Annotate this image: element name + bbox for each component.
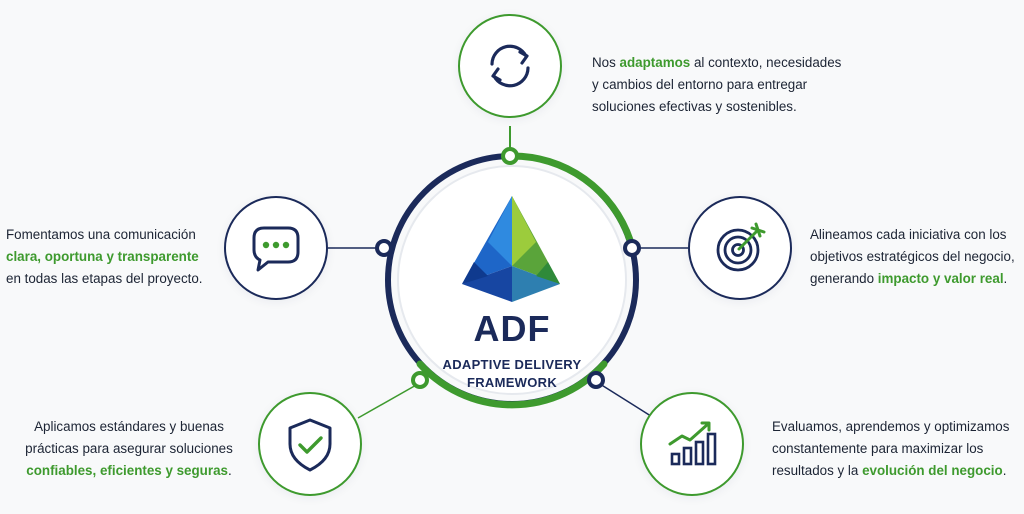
- center-subtitle-line2: FRAMEWORK: [466, 375, 558, 390]
- center-subtitle-line1: ADAPTIVE DELIVERY: [442, 357, 582, 372]
- caption-line: en todas las etapas del proyecto.: [6, 271, 203, 286]
- node-adapt: [458, 14, 562, 118]
- refresh-cycle-icon: [490, 44, 530, 88]
- caption-standards: Aplicamos estándares y buenas prácticas …: [20, 416, 238, 482]
- caption-line: generando impacto y valor real.: [810, 271, 1008, 286]
- caption-adapt: Nos adaptamos al contexto, necesidades y…: [592, 52, 892, 118]
- connector-dot-bottom-left: [411, 371, 429, 389]
- node-communicate: [224, 196, 328, 300]
- caption-line: resultados y la evolución del negocio.: [772, 463, 1007, 478]
- growth-chart-icon: [668, 421, 717, 466]
- connector-dot-right: [623, 239, 641, 257]
- ring-arc-top-right: [508, 152, 634, 244]
- center-subtitle: ADAPTIVE DELIVERY FRAMEWORK: [412, 356, 612, 392]
- connector-dot-top: [501, 147, 519, 165]
- node-optimize: [640, 392, 744, 496]
- caption-line: y cambios del entorno para entregar: [592, 77, 808, 92]
- connector-dot-bottom-right: [587, 371, 605, 389]
- caption-line: Nos adaptamos al contexto, necesidades: [592, 55, 842, 70]
- target-icon: [716, 222, 766, 272]
- caption-line: objetivos estratégicos del negocio,: [810, 249, 1015, 264]
- caption-line: Fomentamos una comunicación: [6, 227, 196, 242]
- caption-line: clara, oportuna y transparente: [6, 249, 199, 264]
- connector-dot-left: [375, 239, 393, 257]
- caption-optimize: Evaluamos, aprendemos y optimizamos cons…: [772, 416, 1022, 482]
- caption-line: confiables, eficientes y seguras.: [26, 463, 232, 478]
- chat-bubble-icon: [252, 226, 300, 272]
- caption-communicate: Fomentamos una comunicación clara, oport…: [6, 224, 220, 290]
- ring-arc-bottom: [416, 360, 608, 409]
- caption-line: Aplicamos estándares y buenas: [34, 419, 224, 434]
- adf-logo: [462, 196, 560, 302]
- caption-line: Alineamos cada iniciativa con los: [810, 227, 1007, 242]
- connector-bottom-right: [599, 383, 655, 419]
- center-title: ADF: [473, 308, 551, 349]
- node-align: [688, 196, 792, 300]
- caption-line: soluciones efectivas y sostenibles.: [592, 99, 797, 114]
- connector-bottom-left: [357, 383, 419, 419]
- shield-check-icon: [288, 418, 332, 472]
- caption-line: constantemente para maximizar los: [772, 441, 984, 456]
- caption-align: Alineamos cada iniciativa con los objeti…: [810, 224, 1020, 290]
- caption-line: Evaluamos, aprendemos y optimizamos: [772, 419, 1010, 434]
- node-standards: [258, 392, 362, 496]
- caption-line: prácticas para asegurar soluciones: [25, 441, 233, 456]
